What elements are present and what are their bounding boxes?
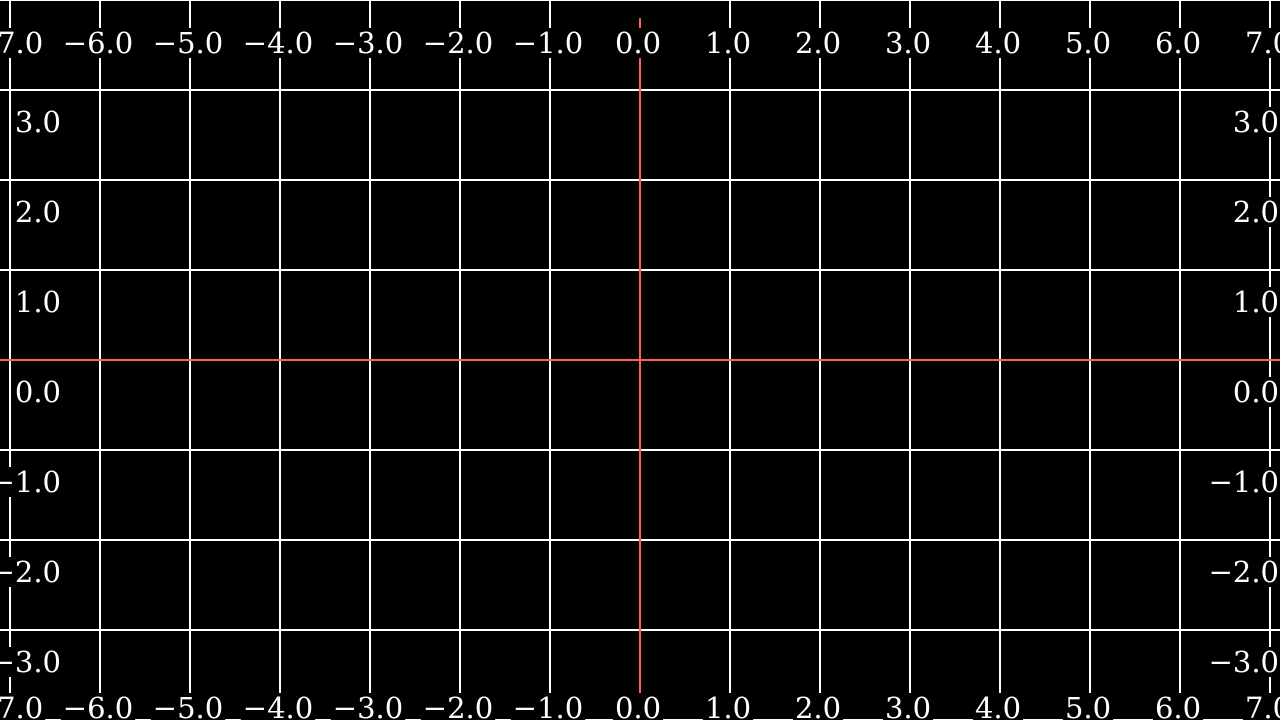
y-tick-label-left: −1.0 [0,465,61,499]
y-tick-label-right: −2.0 [1209,555,1279,589]
x-tick-label-top-backing [240,28,316,58]
y-tick-label-right: 2.0 [1233,195,1279,229]
x-tick-label-bottom-backing [240,693,316,720]
y-tick-label-right-backing [1206,647,1280,677]
x-tick-label-top: −2.0 [423,26,493,60]
y-tick-label-left: 1.0 [15,285,61,319]
y-tick-label-right-backing [1230,107,1280,137]
y-tick-label-left-backing [0,467,63,497]
x-tick-label-top-backing [0,28,46,58]
x-tick-label-top: −3.0 [333,26,403,60]
x-tick-label-top-backing [510,28,586,58]
x-tick-label-top-backing [1242,28,1280,58]
x-tick-label-bottom-backing [612,693,664,720]
y-tick-label-left-backing [12,197,63,227]
x-tick-label-bottom: 5.0 [1065,691,1111,720]
x-tick-label-top: −4.0 [243,26,313,60]
x-tick-label-bottom: −5.0 [153,691,223,720]
x-tick-label-bottom-backing [330,693,406,720]
y-tick-label-right: 1.0 [1233,285,1279,319]
x-tick-label-top: 4.0 [975,26,1021,60]
x-tick-label-top-backing [612,28,664,58]
x-tick-label-top-backing [1152,28,1204,58]
y-tick-label-right: 0.0 [1233,375,1279,409]
y-tick-label-right-backing [1206,467,1280,497]
x-tick-label-bottom-backing [420,693,496,720]
x-tick-label-bottom: 2.0 [795,691,841,720]
x-tick-label-bottom-backing [0,693,46,720]
x-tick-label-bottom: −4.0 [243,691,313,720]
x-tick-label-bottom: 1.0 [705,691,751,720]
y-tick-label-left: 0.0 [15,375,61,409]
x-tick-label-top-backing [882,28,934,58]
y-tick-label-left-backing [12,377,63,407]
y-tick-label-right-backing [1230,287,1280,317]
x-tick-label-bottom: −3.0 [333,691,403,720]
x-tick-label-bottom: −6.0 [63,691,133,720]
x-tick-label-bottom-backing [972,693,1024,720]
x-tick-label-bottom: −2.0 [423,691,493,720]
x-tick-label-bottom: 4.0 [975,691,1021,720]
x-tick-label-bottom-backing [1242,693,1280,720]
y-tick-label-left-backing [0,557,63,587]
x-tick-label-top: 6.0 [1155,26,1201,60]
x-tick-label-top-backing [330,28,406,58]
x-tick-label-bottom: 3.0 [885,691,931,720]
x-tick-label-bottom-backing [1152,693,1204,720]
x-tick-label-top-backing [150,28,226,58]
y-tick-label-right-backing [1230,377,1280,407]
x-tick-label-top-backing [972,28,1024,58]
y-tick-label-left-backing [0,647,63,677]
y-tick-labels-left: 3.0 2.0 1.0 0.0 −1.0 −2.0 −3.0 [0,105,63,679]
x-tick-label-top-backing [60,28,136,58]
x-tick-label-top: 7.0 [1245,26,1280,60]
y-tick-label-left-backing [12,107,63,137]
y-tick-label-left: 2.0 [15,195,61,229]
x-tick-label-bottom: 6.0 [1155,691,1201,720]
x-tick-label-bottom-backing [150,693,226,720]
x-tick-label-top-backing [792,28,844,58]
x-tick-label-top: 2.0 [795,26,841,60]
x-tick-label-top-backing [1062,28,1114,58]
x-tick-label-top: 1.0 [705,26,751,60]
x-tick-label-top-backing [702,28,754,58]
x-tick-label-bottom: −7.0 [0,691,43,720]
x-tick-label-bottom-backing [702,693,754,720]
axes [0,18,1280,720]
x-tick-labels-bottom: −7.0 −6.0 −5.0 −4.0 −3.0 −2.0 −1.0 0.0 1.0 2.0 3.0… [0,691,1280,720]
x-tick-label-top-backing [420,28,496,58]
y-tick-label-right-backing [1230,197,1280,227]
x-tick-label-bottom-backing [1062,693,1114,720]
x-tick-label-bottom-backing [60,693,136,720]
x-tick-label-bottom: −1.0 [513,691,583,720]
x-tick-label-top: −1.0 [513,26,583,60]
x-tick-label-bottom-backing [882,693,934,720]
y-tick-label-right: −3.0 [1209,645,1279,679]
x-tick-label-bottom: 7.0 [1245,691,1280,720]
y-tick-label-left: −3.0 [0,645,61,679]
x-tick-label-top: −7.0 [0,26,43,60]
y-tick-labels-right: 3.0 2.0 1.0 0.0 −1.0 −2.0 −3.0 [1206,105,1280,679]
y-tick-label-left: −2.0 [0,555,61,589]
x-tick-label-bottom: 0.0 [615,691,661,720]
x-tick-label-top: −6.0 [63,26,133,60]
x-tick-label-top: 3.0 [885,26,931,60]
x-tick-label-bottom-backing [792,693,844,720]
x-tick-labels-top: −7.0 −6.0 −5.0 −4.0 −3.0 −2.0 −1.0 0.0 1.0 2.0 3.0… [0,26,1280,60]
x-tick-label-top: −5.0 [153,26,223,60]
x-tick-label-bottom-backing [510,693,586,720]
y-tick-label-right: 3.0 [1233,105,1279,139]
y-tick-label-left-backing [12,287,63,317]
y-tick-label-right: −1.0 [1209,465,1279,499]
x-tick-label-top: 0.0 [615,26,661,60]
y-tick-label-right-backing [1206,557,1280,587]
y-tick-label-left: 3.0 [15,105,61,139]
x-tick-label-top: 5.0 [1065,26,1111,60]
